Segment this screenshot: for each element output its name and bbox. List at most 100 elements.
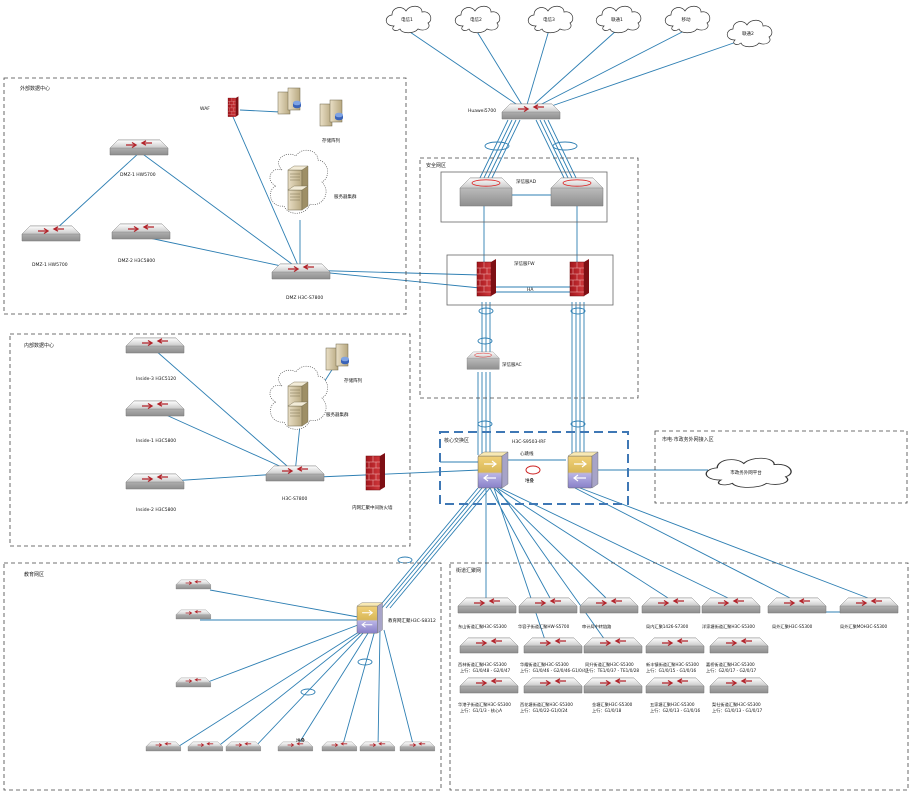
street-switch-icon[interactable] [457, 597, 517, 614]
ext-cloud-label: 市政务外网平台 [730, 469, 762, 476]
link-rings [300, 141, 586, 696]
cloud-label: 电信3 [543, 16, 555, 23]
inside2-switch-icon[interactable] [125, 473, 185, 490]
zone-ext-label: 市电·市政务外网接入区 [662, 436, 714, 443]
street-uplink: 上行：G1/1/3 - 核心A [460, 707, 502, 714]
zone-ext [654, 430, 908, 504]
dmz1-switch-icon[interactable] [109, 139, 169, 156]
zone-outer-dc-label: 外部数据中心 [20, 85, 50, 92]
cloud-icon: 电信2 [454, 5, 501, 34]
dmz-core-label: DMZ H3C-S7800 [286, 295, 323, 301]
firewall-icon[interactable] [569, 258, 590, 297]
inner-firewall-icon[interactable] [365, 452, 386, 491]
access-switch-icon[interactable] [359, 741, 396, 752]
firewall-icon[interactable] [476, 258, 497, 297]
access-switch-icon[interactable] [321, 741, 358, 752]
access-switch-icon[interactable] [225, 741, 262, 752]
street-uplink: 上行：G1/0/18 [592, 707, 622, 714]
street-switch-icon[interactable] [459, 637, 519, 654]
storage-icon [319, 99, 344, 127]
core-switch-icon[interactable] [567, 451, 599, 489]
branch-core-switch-icon[interactable] [356, 602, 384, 634]
zone-outer-dc [3, 77, 407, 315]
zone-inner-dc [9, 333, 411, 547]
street-label: 局外汇聚H3C-S5300 [772, 623, 813, 630]
cloud-label: 联通2 [742, 30, 754, 37]
inside3-switch-icon[interactable] [125, 337, 185, 354]
street-row-2: 西林街道汇聚H3C-S5300 上行：G1/0/48 - G2/0/47 华耀街… [458, 637, 769, 674]
dmz1b-switch-icon[interactable] [21, 225, 81, 242]
router-switch-icon[interactable] [501, 103, 561, 120]
heartbeat-label: 心跳线 [520, 450, 534, 457]
backup-label: 堆叠 [525, 477, 534, 484]
cloud-label: 电信1 [401, 16, 413, 23]
inside2-label: Inside-2 H3C5800 [136, 507, 176, 513]
ac-label: 深信服AC [502, 361, 522, 368]
inside3-label: Inside-3 H3C5120 [136, 376, 176, 382]
cluster-label: 服务器集群 [334, 193, 357, 200]
inner-cluster-label: 服务器集群 [326, 411, 349, 418]
inner-storage-label: 存储阵列 [344, 377, 362, 384]
street-label: 金塘汇聚H3C-S5300 [592, 701, 633, 708]
inside1-label: Inside-1 H3C5800 [136, 438, 176, 444]
zone-street [449, 562, 909, 791]
street-switch-icon[interactable] [645, 637, 705, 654]
street-switch-icon[interactable] [583, 637, 643, 654]
cloud-icon: 移动 [664, 5, 711, 34]
street-switch-icon[interactable] [583, 677, 643, 694]
dmz2-switch-icon[interactable] [111, 223, 171, 240]
street-switch-icon[interactable] [641, 597, 701, 614]
street-switch-icon[interactable] [767, 597, 827, 614]
branch-core-label: 教育网汇聚H3C-S8312 [388, 617, 436, 624]
core-switch-icon[interactable] [477, 451, 509, 489]
street-switch-icon[interactable] [645, 677, 705, 694]
street-uplink: 上行：G1/0/15 - G1/0/16 [646, 667, 697, 674]
street-switch-icon[interactable] [701, 597, 761, 614]
links [54, 29, 869, 749]
cloud-label: 移动 [682, 16, 691, 23]
street-switch-icon[interactable] [518, 597, 578, 614]
street-uplink: 上行：G2/0/17 - G2/0/17 [706, 667, 757, 674]
access-switch-icon[interactable] [187, 741, 224, 752]
zone-inner-dc-label: 内部数据中心 [24, 342, 54, 349]
dmz2-label: DMZ-2 H3C5800 [118, 258, 155, 264]
server-icon [287, 401, 309, 427]
street-switch-icon[interactable] [523, 677, 583, 694]
waf-label: WAF [200, 106, 210, 112]
access-switch-icon[interactable] [175, 579, 212, 590]
street-label: 华耀街道汇聚H3C-S5300 [520, 661, 569, 668]
server-icon [277, 87, 302, 115]
ha-label: HA [527, 287, 534, 293]
access-switch-icon[interactable] [277, 741, 314, 752]
ad-group-box [440, 171, 608, 223]
street-label: 华容子街道汇聚HW-S5700 [518, 623, 570, 630]
zone-branch-label: 教育网区 [24, 571, 44, 578]
waf-firewall-icon[interactable] [227, 96, 239, 117]
street-row-3: 华港子街道汇聚H3C-S5300 上行：G1/1/3 - 核心A 西花塘街道汇聚… [458, 677, 769, 714]
storage-label: 存储阵列 [322, 137, 340, 144]
dmz1b-label: DMZ-1 HW5700 [32, 262, 68, 268]
cloud-icon: 电信3 [527, 5, 574, 34]
access-switch-icon[interactable] [175, 677, 212, 688]
access-switch-icon[interactable] [175, 609, 212, 620]
street-label: 局内汇聚1426-S7300 [646, 623, 689, 630]
street-label: 洋家塘街道汇聚H3C-S5300 [702, 623, 755, 630]
access-switch-icon[interactable] [399, 741, 436, 752]
ad-switch-icon[interactable] [550, 177, 604, 207]
branch-stack-label: 堆叠 [296, 737, 305, 744]
street-switch-icon[interactable] [459, 677, 519, 694]
street-label: 审计局中转链路 [582, 623, 612, 630]
inner-core-switch-icon[interactable] [265, 465, 325, 482]
ac-switch-icon[interactable] [466, 351, 500, 370]
inner-core-label: H3C-S7800 [282, 496, 307, 502]
street-switch-icon[interactable] [523, 637, 583, 654]
street-switch-icon[interactable] [579, 597, 639, 614]
street-switch-icon[interactable] [839, 597, 899, 614]
access-switch-icon[interactable] [145, 741, 182, 752]
dmz-core-switch-icon[interactable] [271, 263, 331, 280]
ad-switch-icon[interactable] [459, 177, 513, 207]
street-switch-icon[interactable] [709, 637, 769, 654]
cloud-icon: 联通2 [726, 19, 773, 48]
inside1-switch-icon[interactable] [125, 400, 185, 417]
street-switch-icon[interactable] [709, 677, 769, 694]
